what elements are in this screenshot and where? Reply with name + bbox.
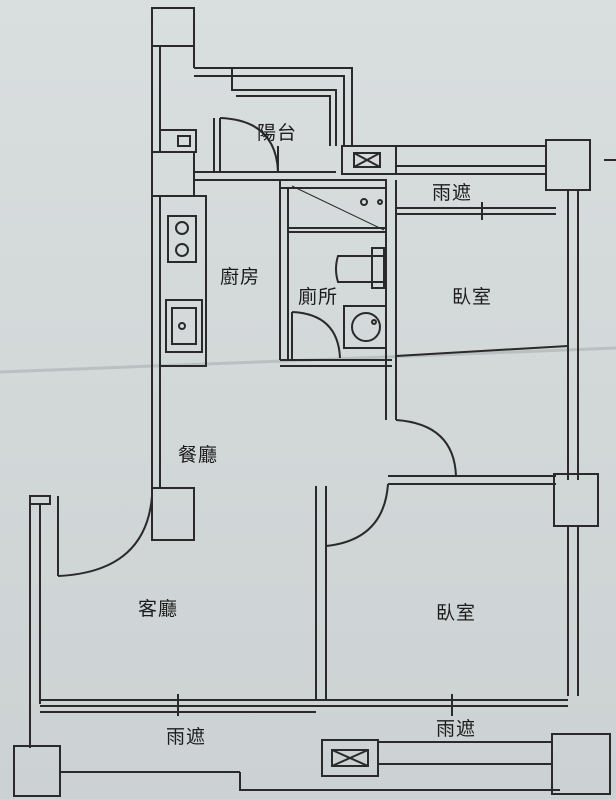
bedroom-top-bottom-wall	[395, 345, 569, 357]
canopy-label-top: 雨遮	[432, 182, 473, 204]
balcony-wall-outer	[194, 67, 353, 146]
bath-top-wall	[279, 179, 387, 189]
duct-x-d	[331, 749, 369, 767]
basin	[351, 312, 381, 342]
duct-box	[353, 152, 381, 168]
kitchen-counter	[159, 195, 207, 367]
column-right-middle	[553, 473, 599, 527]
bedroom-door-top-arc	[395, 419, 457, 477]
stove	[167, 215, 197, 263]
duct-x-b	[353, 152, 381, 168]
basin-tap	[371, 319, 377, 325]
sink-drain	[178, 322, 186, 330]
burner-1	[175, 221, 189, 235]
balcony-wall-outer-inner	[194, 75, 345, 146]
faint-watermark	[8, 488, 31, 542]
room-label-toilet: 廁所	[298, 286, 339, 308]
bath-door-arc	[291, 311, 341, 359]
column-top-right	[545, 139, 591, 191]
room-label-bedroom-bottom: 臥室	[436, 602, 477, 624]
toilet	[335, 255, 385, 283]
room-label-dining: 餐廳	[178, 444, 219, 466]
living-wall-cap	[29, 495, 51, 505]
duct-box-bottom	[331, 749, 369, 767]
shower-diagonal	[291, 185, 385, 231]
entry-door-arc	[57, 495, 153, 577]
canopy-label-bottom-right: 雨遮	[436, 718, 477, 740]
column-bottom-left	[13, 745, 61, 797]
column-bottom-right	[551, 733, 611, 795]
column-duct-top	[341, 145, 397, 175]
shower-drain	[360, 198, 368, 206]
burner-2	[175, 243, 189, 257]
room-label-balcony: 陽台	[257, 122, 298, 144]
shower-head	[377, 199, 383, 205]
balcony-wall-step-inner	[236, 95, 331, 146]
room-label-bedroom-top: 臥室	[452, 286, 493, 308]
column-kitchen	[151, 151, 195, 197]
column-duct-bottom	[321, 739, 379, 777]
room-label-living: 客廳	[138, 598, 179, 620]
canopy-bottom-edge	[239, 772, 560, 791]
toilet-tank	[371, 247, 385, 289]
duct-column-top	[151, 7, 195, 47]
room-label-kitchen: 廚房	[220, 266, 261, 288]
sink	[165, 299, 203, 353]
water-heater-box	[177, 135, 191, 147]
sink-bowl	[171, 307, 197, 345]
canopy-label-bottom-left: 雨遮	[166, 726, 207, 748]
bedroom-door-bottom-arc	[325, 483, 389, 547]
balcony-wall-step	[231, 68, 337, 146]
column-center	[151, 487, 195, 541]
